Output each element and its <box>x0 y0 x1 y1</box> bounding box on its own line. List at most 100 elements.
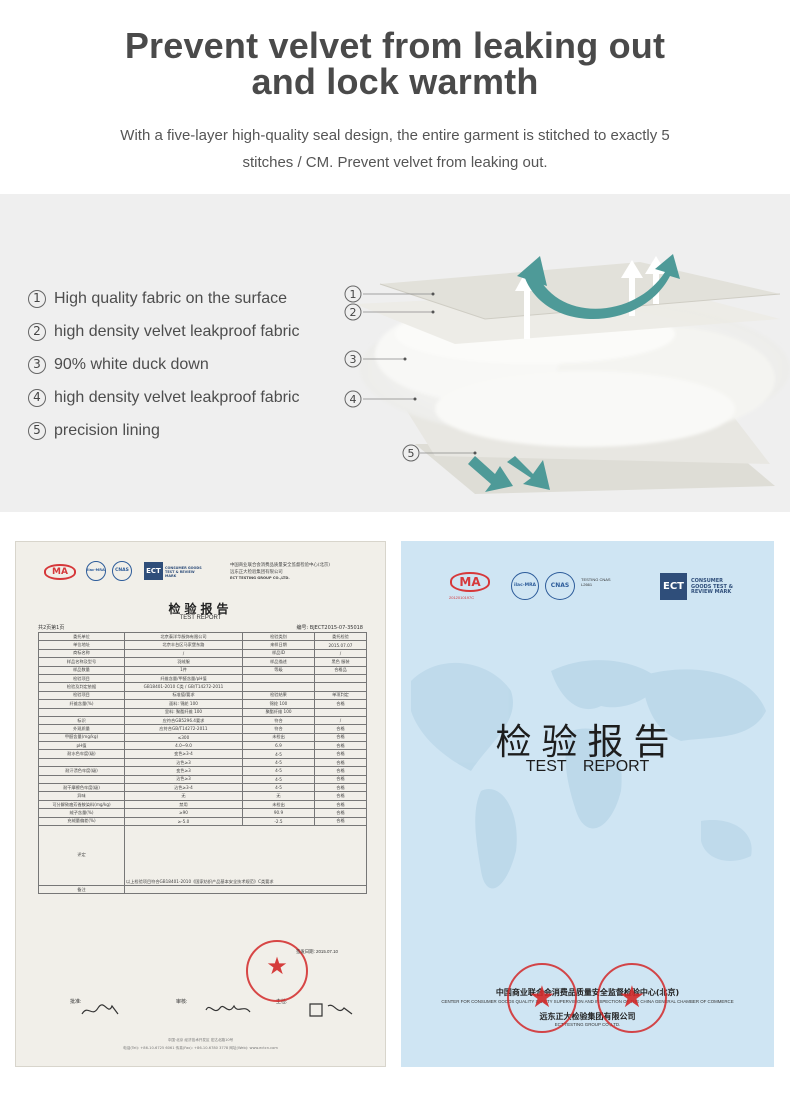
report-cell: 4-5 <box>242 757 315 768</box>
report-cell: 合格 <box>314 732 367 743</box>
stamp-star-icon: ★ <box>266 953 288 980</box>
conclusion-text: 以上检验项目符合GB18401-2010《国家纺织产品基本安全技术规范》C类要求 <box>124 824 367 886</box>
callout-number-5: 5 <box>408 447 415 460</box>
layer-label-2: high density velvet leakproof fabric <box>54 322 300 340</box>
report-cell: 等级 <box>242 665 315 675</box>
report-cell: 90.9 <box>242 808 315 818</box>
layer-item-1: 1 High quality fabric on the surface <box>28 282 299 315</box>
report-cell: 绒子含量(%) <box>38 808 125 818</box>
ma-logo-cover: MA <box>450 572 490 592</box>
report-cell: 委托单位 <box>38 631 125 642</box>
report-row: 委托单位北京泰洋华服饰有限公司检验类别委托检验 <box>38 631 367 642</box>
report-cell: 合格 <box>314 749 367 759</box>
hero-title-line-1: Prevent velvet from leaking out <box>124 25 666 66</box>
cover-issuer-cn: 中国商业联合会消费品质量安全监督检验中心(北京) <box>495 988 680 997</box>
layer-number-3: 3 <box>28 355 46 374</box>
report-row: 标识应符合GB5296.4要求符合/ <box>38 715 367 726</box>
report-row: 样品名称及型号羽绒服样品描述黑色 服装 <box>38 657 367 667</box>
teal-bottom-arrows <box>468 456 550 492</box>
issuer-name-cn-2: 远东正大检验集团有限公司 <box>230 570 283 575</box>
report-cell: 变色≥3 <box>124 766 243 776</box>
report-cell: 纤维含量(%) <box>38 699 125 709</box>
report-cell: 充绒量偏差(%) <box>38 816 125 827</box>
ma-code: 2012010197C <box>449 595 475 600</box>
cover-title: 检验报告 <box>495 722 680 763</box>
report-cell: 样品名称及型号 <box>38 657 125 667</box>
report-cell <box>242 673 315 684</box>
report-cell: 未检出 <box>242 799 315 810</box>
report-cell: 耐水色牢度(级) <box>38 749 125 759</box>
report-cell: 合格 <box>314 757 367 768</box>
report-cell: 锦纶 100 <box>242 699 315 709</box>
report-cell: 检验类别 <box>242 631 315 642</box>
report-cell: 合格 <box>314 766 367 776</box>
approve-label: 批准: <box>70 999 82 1005</box>
report-cell: -2.5 <box>242 816 315 827</box>
issuer-name-cn: 中国商业联合会消费品质量安全监督检验中心(北京) <box>230 563 331 568</box>
layer-label-5: precision lining <box>54 421 160 439</box>
hero-title-line-2: and lock warmth <box>251 61 539 102</box>
report-cell: 合格 <box>314 783 367 793</box>
report-cell: 合格 <box>314 799 367 810</box>
cover-subtitle: TEST REPORT <box>525 758 650 775</box>
report-cell: 合格 <box>314 741 367 751</box>
layer-label-3: 90% white duck down <box>54 355 209 373</box>
report-row: 检验项目标准值/要求检验结果单项判定 <box>38 690 367 701</box>
report-cell: 商标名称 <box>38 648 125 659</box>
report-cell <box>38 757 125 768</box>
layer-item-3: 3 90% white duck down <box>28 348 299 381</box>
callout-number-1: 1 <box>350 288 357 301</box>
ilac-mra-logo-cover: ilac-MRA <box>511 572 539 600</box>
report-cell: 合格 <box>314 774 367 785</box>
cover-issuer-en: CENTER FOR CONSUMER GOODS QUALITY SAFETY… <box>441 999 734 1004</box>
report-cell: 面料: 锦纶 100 <box>124 699 243 709</box>
layer-list: 1 High quality fabric on the surface 2 h… <box>28 282 299 447</box>
report-cell: 样品ID <box>242 648 315 659</box>
report-cell: 样品数量 <box>38 665 125 675</box>
callout-numbers: 1 2 3 4 5 <box>350 288 415 460</box>
report-cell: 变色≥3-4 <box>124 749 243 759</box>
cover-issuer-cn-2: 远东正大检验集团有限公司 <box>539 1012 636 1021</box>
hero-title: Prevent velvet from leaking out and lock… <box>0 28 790 100</box>
callout-number-4: 4 <box>350 393 357 406</box>
report-cell: / <box>314 648 367 659</box>
report-cell: 合格 <box>314 808 367 818</box>
report-cell: 聚酯纤维 100 <box>242 707 315 717</box>
report-cell: GB18401-2010 C类 / GB/T14272-2011 <box>124 682 243 692</box>
cnas-logo-cover: CNAS <box>545 572 575 600</box>
report-cell: 沾色≥3-4 <box>124 783 243 793</box>
conclusion-row: 评定 以上检验项目符合GB18401-2010《国家纺织产品基本安全技术规范》C… <box>38 824 367 886</box>
test-report-cover: MA 2012010197C ilac-MRA CNAS TESTING CNA… <box>401 541 774 1067</box>
layers-section: 1 High quality fabric on the surface 2 h… <box>0 194 790 512</box>
report-row: 可分解致癌芳香胺染料(mg/kg)禁用未检出合格 <box>38 799 367 810</box>
report-cell: 纤维含量/甲醛含量/pH值 <box>124 673 243 684</box>
report-cell: 禁用 <box>124 799 243 810</box>
report-cell: 符合 <box>242 724 315 734</box>
official-stamp <box>246 940 308 1002</box>
report-cell: 6.9 <box>242 741 315 751</box>
conclusion-label: 评定 <box>38 824 125 886</box>
world-map-watermark <box>411 660 766 889</box>
page-number: 共2页第1页 <box>38 625 65 631</box>
report-cell: 里料: 聚酯纤维 100 <box>124 707 243 717</box>
callout-lines <box>363 293 475 454</box>
report-cell: 4-5 <box>242 774 315 785</box>
report-cell: 4.0~9.0 <box>124 741 243 751</box>
cover-issuer-en-2: ECT TESTING GROUP CO.,LTD. <box>554 1022 621 1027</box>
report-cell: 北京丰台区马家堡东路 <box>124 640 243 650</box>
report-cell: 耐干摩擦色牢度(级) <box>38 783 125 793</box>
signature-tester <box>309 1003 353 1017</box>
tester-label: 主检: <box>276 999 288 1005</box>
layer-item-2: 2 high density velvet leakproof fabric <box>28 315 299 348</box>
stamp-date: 签发日期: 2015.07.10 <box>296 949 338 954</box>
report-cell: 合格品 <box>314 665 367 675</box>
report-cell <box>242 682 315 692</box>
report-cell: 样品描述 <box>242 657 315 667</box>
